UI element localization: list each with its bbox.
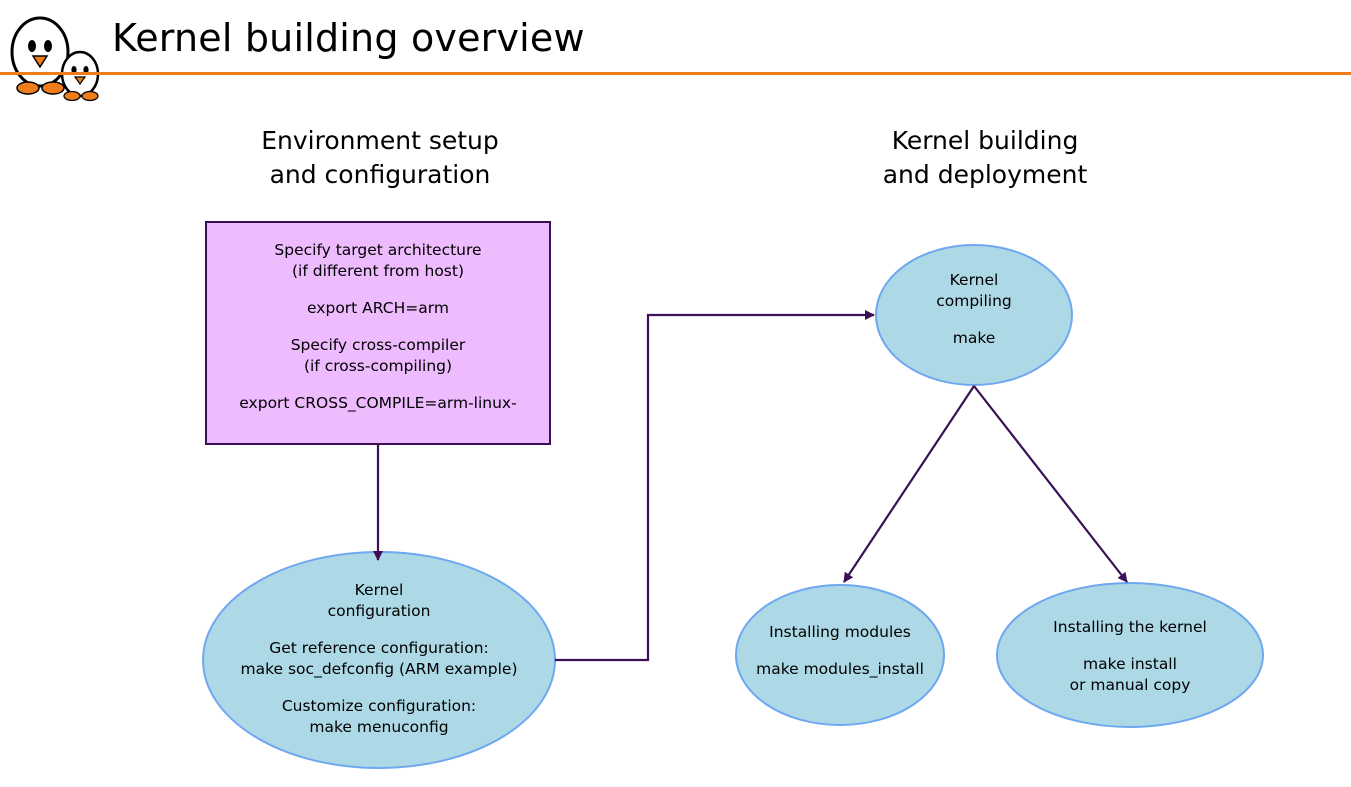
node-text-line: Installing modules — [769, 623, 911, 641]
installing-modules-label: Installing modules make modules_install — [736, 622, 944, 680]
node-text-line: export ARCH=arm — [307, 299, 449, 317]
slide-header: Kernel building overview — [0, 0, 1351, 102]
node-text-line: Kernel — [354, 581, 404, 599]
node-text-line: Get reference configuration: — [269, 639, 489, 657]
node-text-line: make install — [1083, 655, 1177, 673]
node-text-line: (if cross-compiling) — [303, 357, 453, 375]
slide-title: Kernel building overview — [112, 16, 585, 60]
arrow-compiling-to-kernel — [973, 385, 1128, 583]
node-text-line: Installing the kernel — [1053, 618, 1207, 636]
node-text-line: compiling — [936, 292, 1012, 310]
column-heading-line: Environment setup — [261, 126, 499, 155]
node-text-line: Specify target architecture — [274, 241, 482, 259]
kernel-compiling-ellipse — [875, 244, 1073, 386]
column-heading-line: and configuration — [269, 160, 491, 189]
column-heading-kernel-building: Kernel building and deployment — [830, 124, 1140, 192]
node-text-line: make menuconfig — [309, 718, 449, 736]
node-text-line: make — [952, 329, 996, 347]
node-text-line: configuration — [327, 602, 431, 620]
node-text-line: (if different from host) — [292, 262, 464, 280]
node-text-line: Customize configuration: — [281, 697, 477, 715]
kernel-config-label: Kernel configuration Get reference confi… — [203, 580, 555, 738]
penguins-logo-icon — [10, 16, 100, 102]
arrow-config-to-compiling — [555, 310, 875, 662]
node-text-line: or manual copy — [1069, 676, 1191, 694]
column-heading-line: Kernel building — [891, 126, 1079, 155]
node-text-line: export CROSS_COMPILE=arm-linux- — [239, 394, 517, 412]
installing-modules-ellipse — [735, 584, 945, 726]
arrow-compiling-to-modules — [843, 385, 975, 583]
column-heading-line: and deployment — [882, 160, 1088, 189]
title-rule — [0, 72, 1351, 75]
node-text-line: Specify cross-compiler — [290, 336, 466, 354]
column-heading-environment-setup: Environment setup and configuration — [210, 124, 550, 192]
env-setup-label: Specify target architecture (if differen… — [206, 240, 550, 414]
env-setup-box — [205, 221, 551, 445]
installing-kernel-label: Installing the kernel make install or ma… — [997, 617, 1263, 696]
node-text-line: make modules_install — [756, 660, 924, 678]
installing-kernel-ellipse — [996, 582, 1264, 728]
node-text-line: make soc_defconfig (ARM example) — [240, 660, 518, 678]
node-text-line: Kernel — [949, 271, 999, 289]
kernel-compiling-label: Kernel compiling make — [876, 270, 1072, 349]
